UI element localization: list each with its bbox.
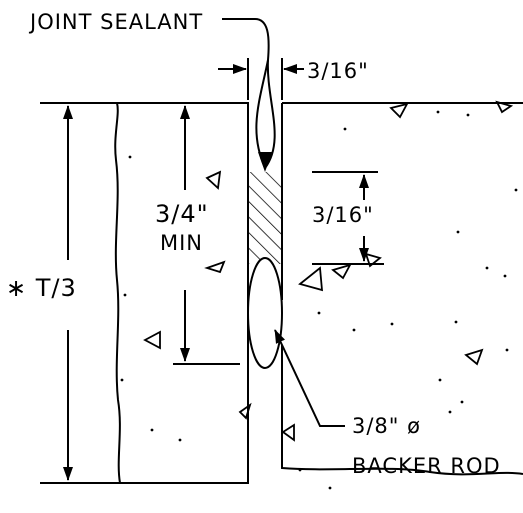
backer-rod-leader bbox=[274, 329, 345, 427]
slab-right-outline bbox=[281, 102, 523, 476]
aggregate-triangles bbox=[143, 100, 514, 442]
depth-label-top: 3/4" bbox=[155, 200, 209, 228]
depth-label-bottom: MIN bbox=[160, 231, 203, 255]
joint-sealant-label: JOINT SEALANT bbox=[28, 10, 203, 34]
backer-rod-size-label: 3/8" ø bbox=[352, 414, 421, 438]
backer-rod bbox=[247, 257, 283, 369]
joint-sealant-fill bbox=[249, 172, 281, 264]
slab-left-outline bbox=[114, 102, 249, 484]
rod-depth-label: 3/16" bbox=[312, 203, 374, 227]
joint-width-label: 3/16" bbox=[307, 59, 369, 83]
backer-rod-name-label: BACKER ROD bbox=[352, 454, 501, 478]
thickness-label: ∗ T/3 bbox=[6, 274, 77, 302]
aggregate-dots bbox=[120, 110, 518, 490]
